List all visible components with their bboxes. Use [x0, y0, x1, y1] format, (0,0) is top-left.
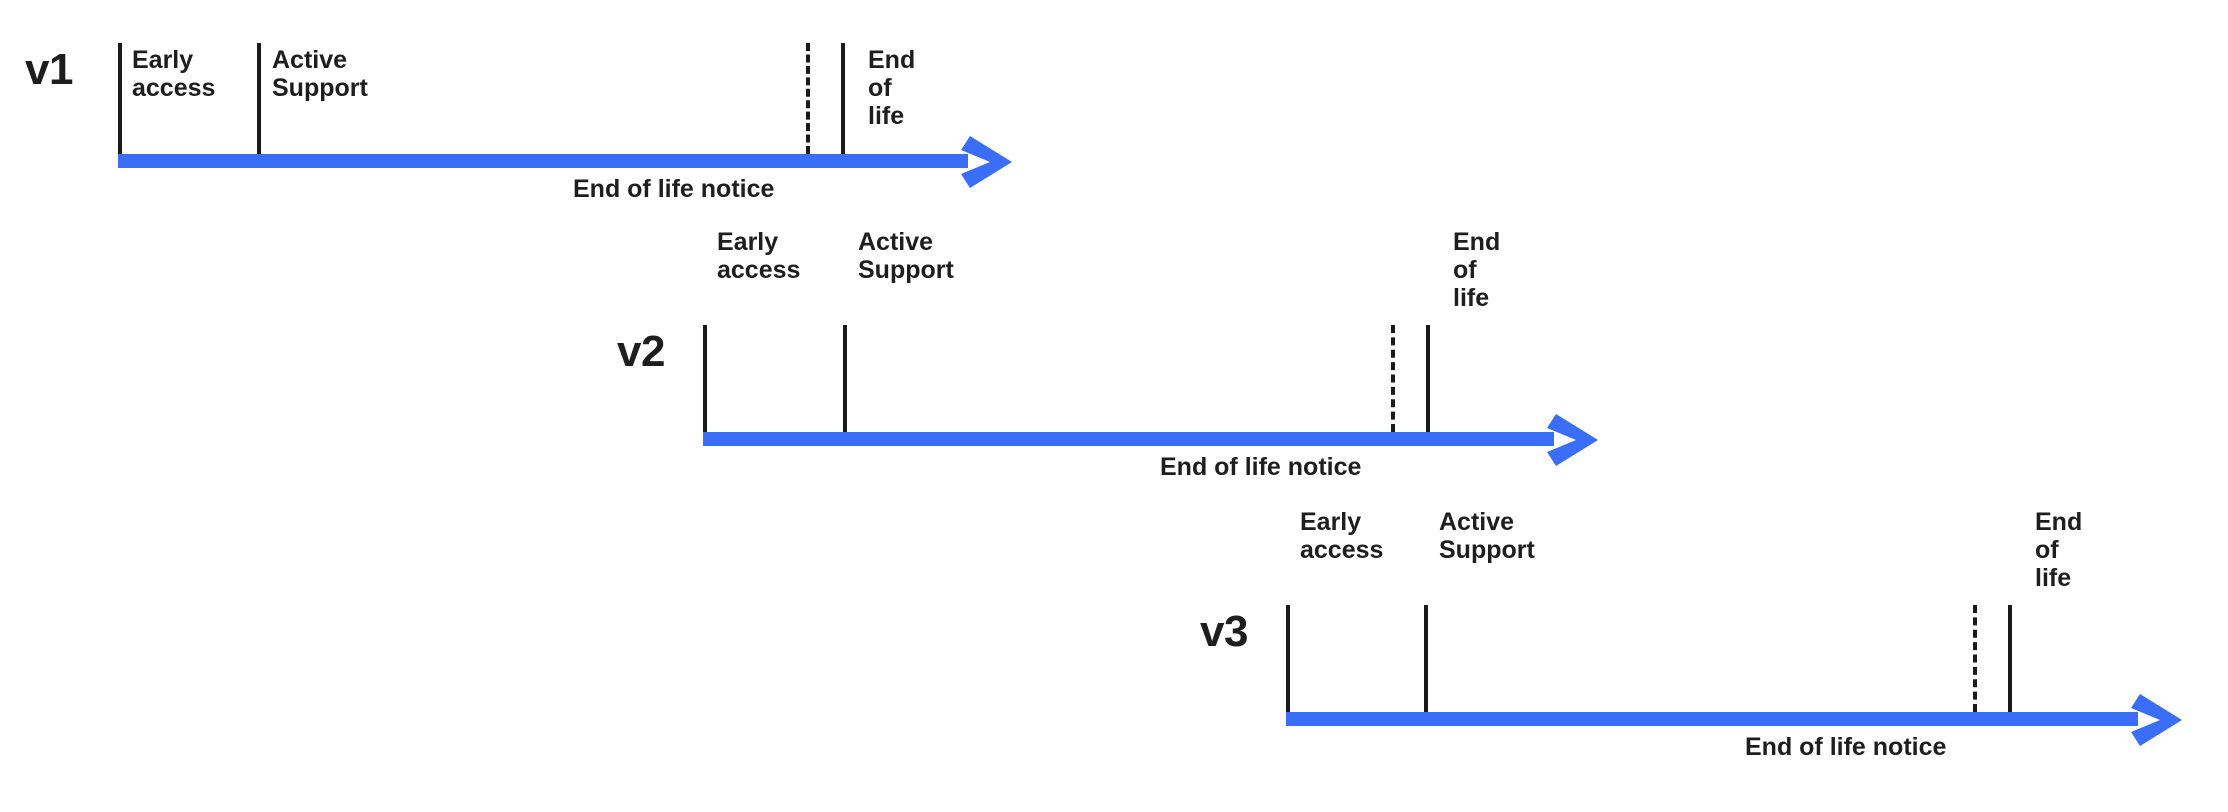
phase-divider-active-support-start-v3 — [1424, 605, 1428, 712]
version-label-v2: v2 — [617, 327, 665, 376]
phase-divider-early-access-start-v2 — [703, 325, 707, 432]
phase-divider-early-access-start-v1 — [118, 43, 122, 154]
phase-label-early-access-v3: Early access — [1300, 508, 1384, 564]
phase-label-end-of-life-v2: End of life — [1453, 228, 1501, 312]
phase-divider-eol-notice-v2 — [1391, 325, 1395, 432]
phase-label-end-of-life-v1: End of life — [868, 46, 916, 130]
end-of-life-notice-label-v3: End of life notice — [1745, 733, 1947, 761]
end-of-life-notice-label-v2: End of life notice — [1160, 453, 1362, 481]
phase-divider-active-support-start-v2 — [843, 325, 847, 432]
phase-divider-eol-notice-v3 — [1973, 605, 1977, 712]
phase-label-early-access-v2: Early access — [717, 228, 801, 284]
lifecycle-track-bar-v3 — [1286, 712, 2138, 726]
phase-divider-end-of-life-start-v2 — [1426, 325, 1430, 432]
version-label-v3: v3 — [1200, 607, 1248, 656]
phase-divider-end-of-life-start-v3 — [2008, 605, 2012, 712]
phase-label-active-support-v2: Active Support — [858, 228, 954, 284]
lifecycle-track-bar-v1 — [118, 154, 968, 168]
arrow-head-icon-v1 — [961, 136, 1012, 188]
phase-divider-end-of-life-start-v1 — [841, 43, 845, 154]
version-label-v1: v1 — [25, 45, 73, 94]
end-of-life-notice-label-v1: End of life notice — [573, 175, 775, 203]
phase-label-early-access-v1: Early access — [132, 46, 216, 102]
arrow-head-icon-v3 — [2131, 694, 2182, 746]
arrow-head-icon-v2 — [1547, 414, 1598, 466]
phase-divider-active-support-start-v1 — [257, 43, 261, 154]
phase-divider-eol-notice-v1 — [806, 43, 810, 154]
phase-label-end-of-life-v3: End of life — [2035, 508, 2083, 592]
phase-label-active-support-v1: Active Support — [272, 46, 368, 102]
lifecycle-track-bar-v2 — [703, 432, 1554, 446]
phase-divider-early-access-start-v3 — [1286, 605, 1290, 712]
phase-label-active-support-v3: Active Support — [1439, 508, 1535, 564]
